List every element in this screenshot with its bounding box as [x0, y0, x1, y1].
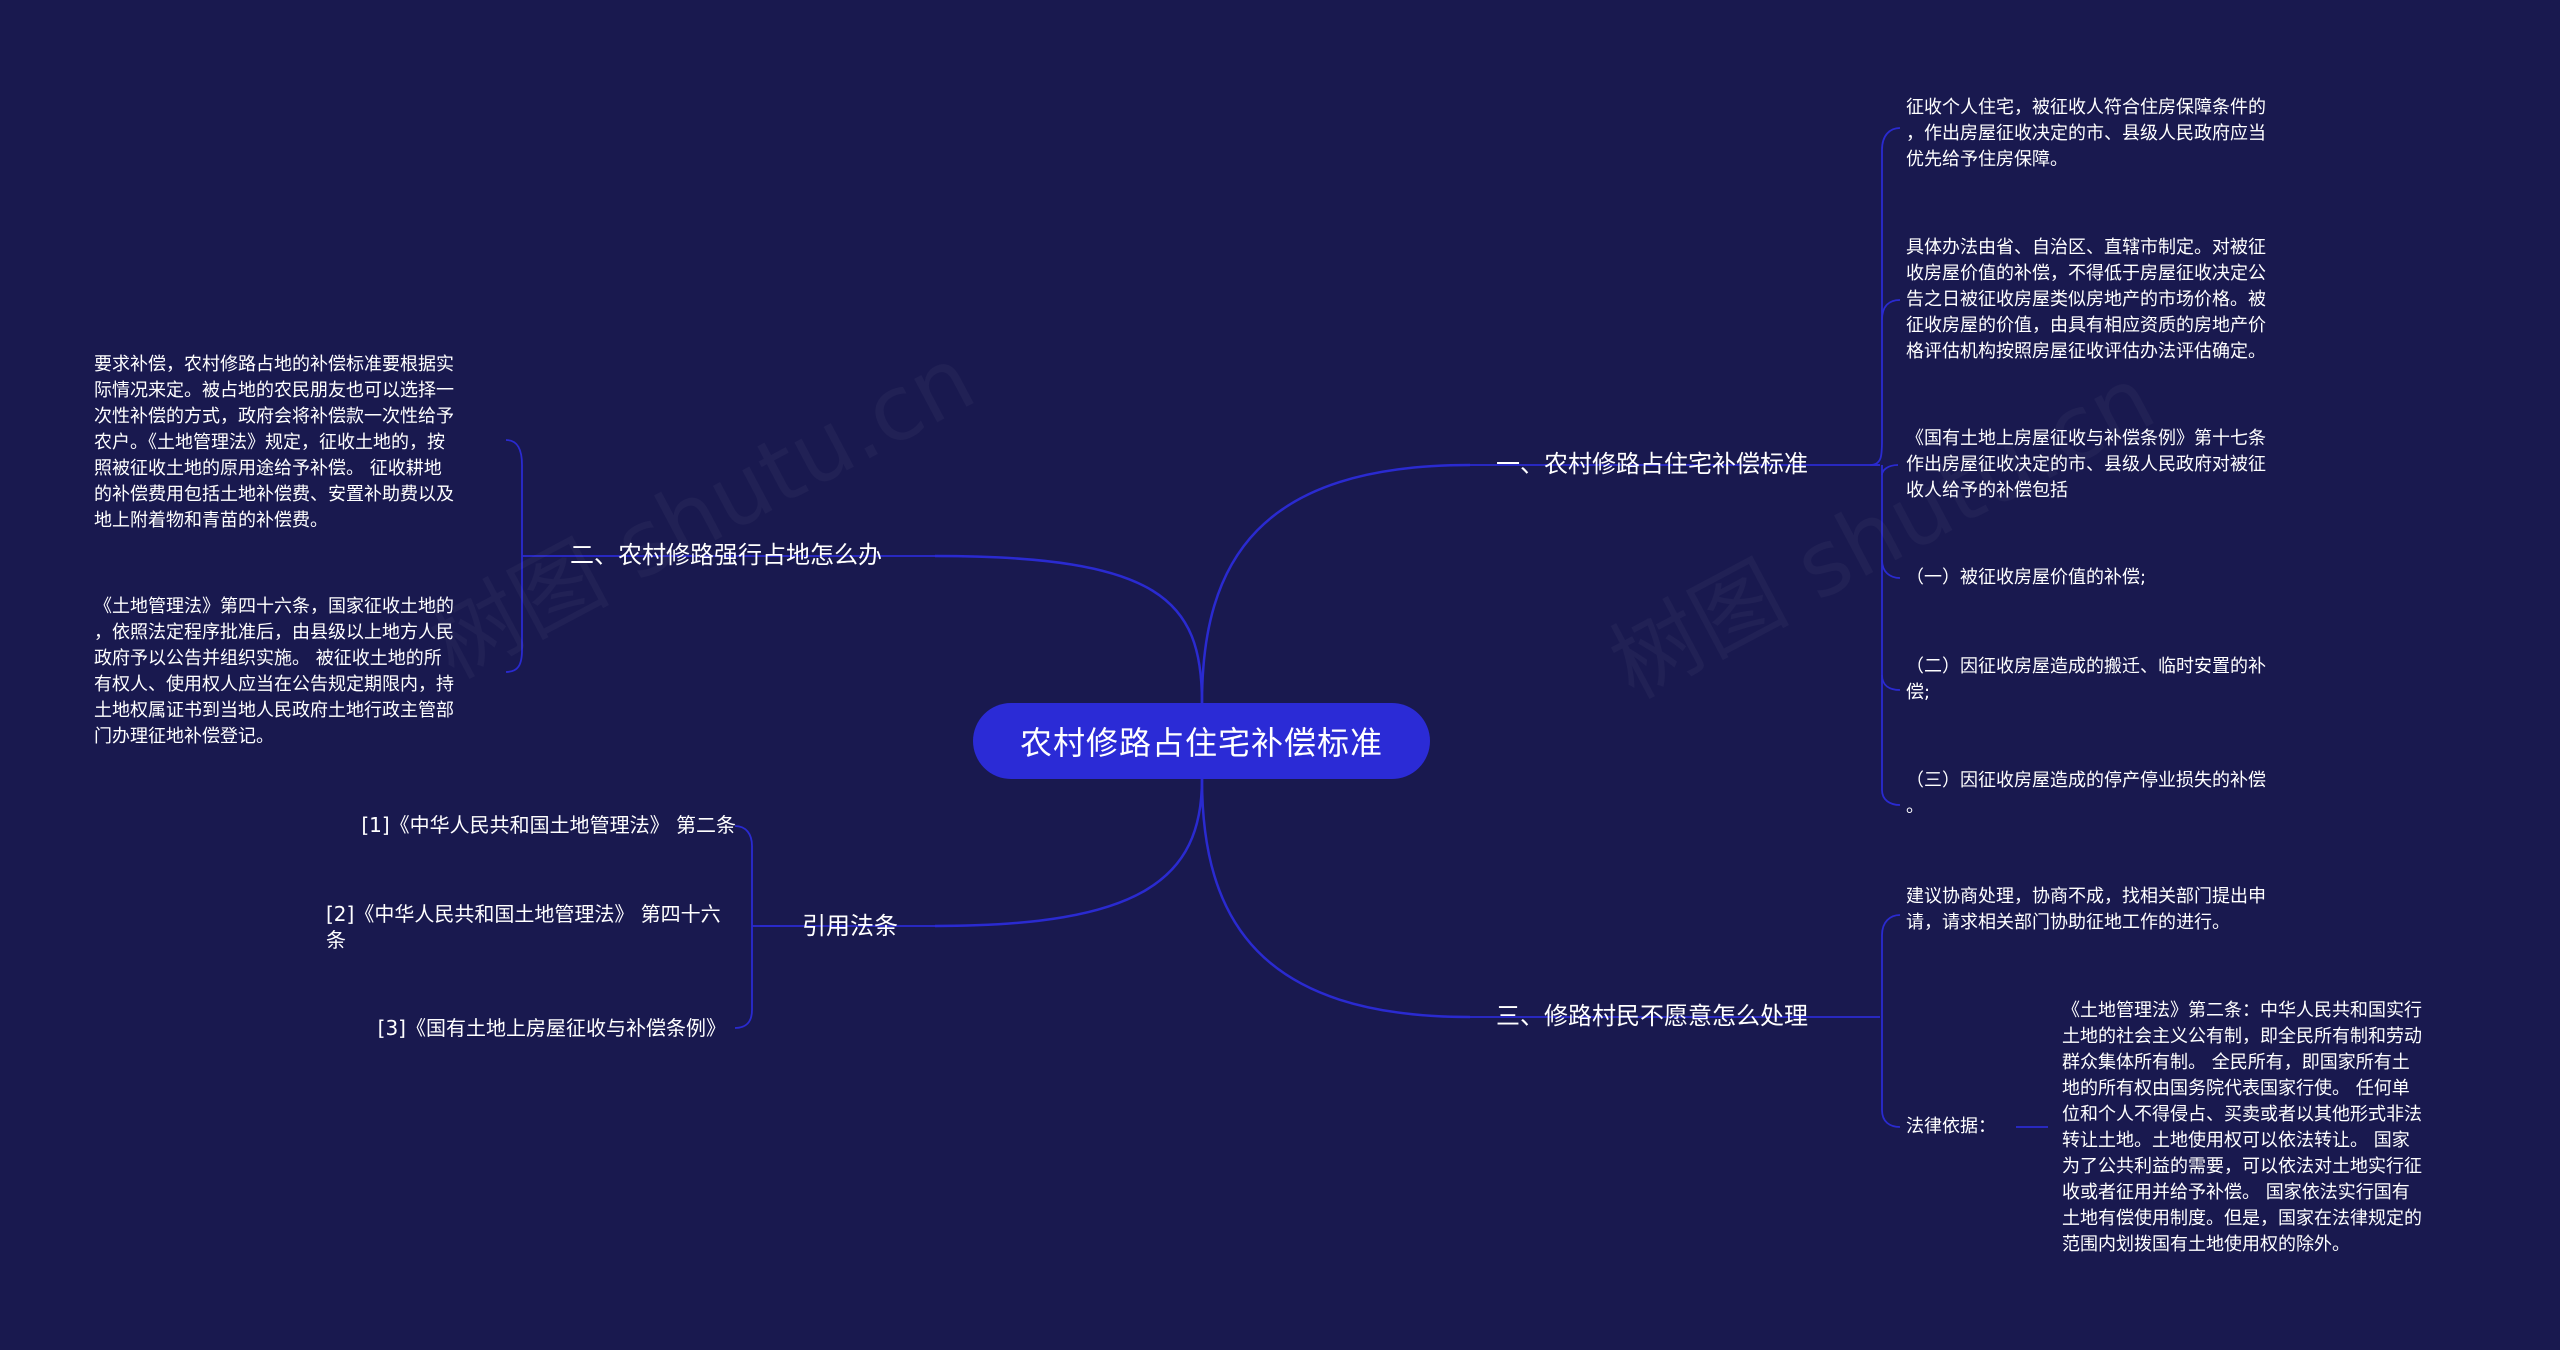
bracket-b4 — [734, 825, 753, 1029]
leaf-land-law-article-2: 《土地管理法》第二条：中华人民共和国实行 土地的社会主义公有制，即全民所有制和劳… — [2062, 1000, 2422, 1255]
leaf-housing-security: 征收个人住宅，被征收人符合住房保障条件的 ，作出房屋征收决定的市、县级人民政府应… — [1906, 97, 2266, 170]
leaf-valuation-method: 具体办法由省、自治区、直辖市制定。对被征 收房屋价值的补偿，不得低于房屋征收决定… — [1906, 237, 2266, 362]
leaf-regulation-article-17: 《国有土地上房屋征收与补偿条例》第十七条 作出房屋征收决定的市、县级人民政府对被… — [1906, 428, 2266, 501]
bracket-b1-3 — [1881, 464, 1899, 476]
citation-3[interactable]: [3]《国有土地上房屋征收与补偿条例》 — [377, 1016, 726, 1040]
citation-1[interactable]: [1]《中华人民共和国土地管理法》 第二条 — [361, 813, 736, 837]
bracket-b1 — [1869, 127, 1901, 466]
branch-cited-articles[interactable]: 引用法条 — [802, 912, 898, 940]
branch-forced-land-occupation[interactable]: 二、农村修路强行占地怎么办 — [570, 541, 882, 569]
leaf-item-3: （三）因征收房屋造成的停产停业损失的补偿 。 — [1906, 770, 2266, 817]
bracket-b1-6 — [1881, 675, 1901, 806]
bracket-b1-5 — [1881, 560, 1901, 691]
legal-basis-label: 法律依据： — [1906, 1116, 1996, 1137]
bracket-b2 — [505, 439, 523, 673]
bracket-b1-2 — [1881, 299, 1901, 321]
connector-root-b4 — [934, 778, 1204, 928]
root-node[interactable]: 农村修路占住宅补偿标准 — [973, 703, 1430, 779]
connector-root-b1 — [1200, 463, 1471, 704]
leaf-item-1: （一）被征收房屋价值的补偿; — [1906, 567, 2147, 588]
connector-root-b3 — [1200, 778, 1471, 1019]
connector-root-b2 — [934, 554, 1204, 704]
branch-compensation-standard[interactable]: 一、农村修路占住宅补偿标准 — [1496, 450, 1808, 478]
citation-2[interactable]: [2]《中华人民共和国土地管理法》 第四十六 条 — [326, 902, 721, 952]
leaf-item-2: （二）因征收房屋造成的搬迁、临时安置的补 偿; — [1906, 656, 2266, 703]
leaf-negotiation-advice: 建议协商处理，协商不成，找相关部门提出申 请，请求相关部门协助征地工作的进行。 — [1906, 886, 2266, 933]
bracket-b3 — [1881, 914, 1901, 1128]
bracket-b1-4 — [1881, 465, 1901, 579]
leaf-compensation-request: 要求补偿，农村修路占地的补偿标准要根据实 际情况来定。被占地的农民朋友也可以选择… — [94, 354, 454, 531]
branch-villager-objection[interactable]: 三、修路村民不愿意怎么处理 — [1496, 1002, 1808, 1030]
leaf-land-law-article-46: 《土地管理法》第四十六条，国家征收土地的 ，依照法定程序批准后，由县级以上地方人… — [94, 596, 454, 747]
